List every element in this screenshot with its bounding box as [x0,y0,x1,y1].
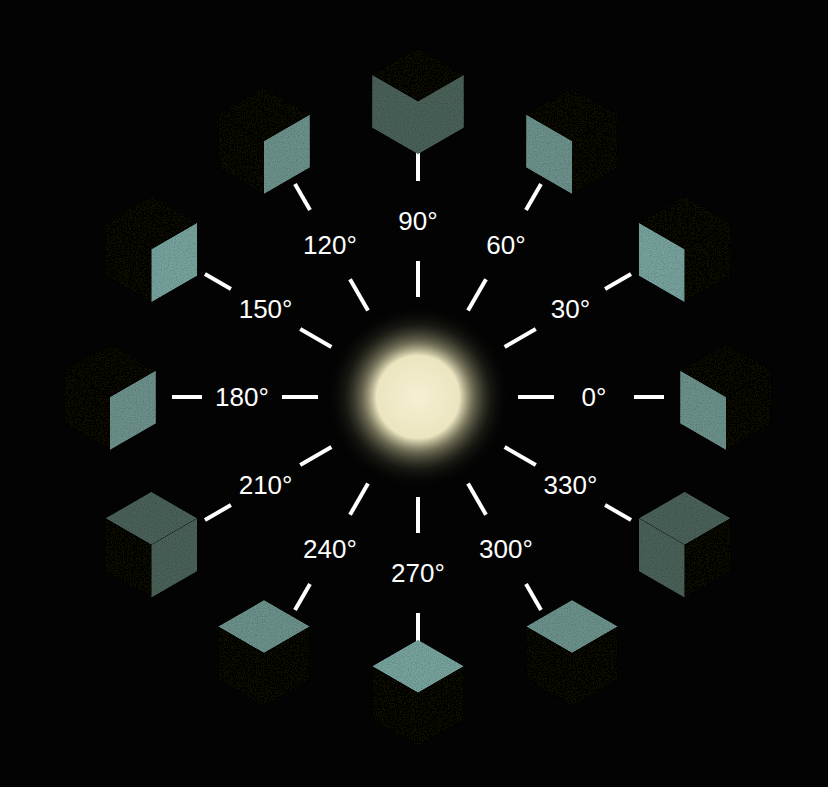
angle-label: 180° [215,384,269,410]
cube [218,600,310,706]
cube [639,196,731,302]
cube-face [639,223,685,303]
cube-face [151,518,197,598]
cube-face [264,114,310,193]
cube [639,492,731,598]
angle-label: 0° [582,384,607,410]
tick-dash [282,395,318,399]
tick-dash [295,184,310,210]
angle-ticks [172,151,664,643]
cube-face [418,75,464,155]
angle-label: 60° [486,232,525,258]
tick-dash [605,274,631,289]
light-source [326,305,510,489]
cube [64,344,156,450]
angle-label: 330° [544,472,598,498]
tick-dash [205,505,231,520]
tick-dash [526,584,541,610]
tick-dash [205,274,231,289]
cube-face [572,114,618,193]
cube-face [372,75,418,155]
tick-dash [505,329,536,347]
tick-dash [416,613,420,643]
angle-label: 300° [479,536,533,562]
tick-dash [350,484,368,515]
cube [105,492,197,598]
tick-dash [300,447,331,465]
tick-dash [605,505,631,520]
angle-label: 120° [303,232,357,258]
cube-face [685,223,731,303]
cube-face [526,627,572,707]
tick-dash [526,184,541,210]
cube-face [572,627,618,707]
angle-label: 240° [303,536,357,562]
cubes [64,48,772,745]
angle-label: 150° [239,296,293,322]
tick-dash [505,447,536,465]
cube-face [418,666,464,746]
cube-face [680,371,726,451]
tick-dash [634,395,664,399]
cube [526,600,618,706]
cube-face [64,371,110,451]
angle-label: 270° [391,560,445,586]
cube-face [264,627,310,707]
cube-face [110,371,156,451]
cube-face [526,114,572,193]
tick-dash [416,151,420,181]
cube [372,48,464,154]
cube [372,640,464,746]
tick-dash [300,329,331,347]
cube-face [218,627,264,707]
cube-face [105,223,151,303]
cube-face [726,371,772,451]
angle-label: 210° [239,472,293,498]
tick-dash [416,497,420,533]
angle-label: 90° [398,208,437,234]
tick-dash [295,584,310,610]
cube-face [372,666,418,746]
cube [680,344,772,450]
tick-dash [172,395,202,399]
tick-dash [518,395,554,399]
cube-face [151,223,197,303]
cube-face [639,518,685,598]
cube [526,88,618,194]
tick-dash [350,279,368,310]
angle-label: 30° [551,296,590,322]
cube-face [685,518,731,598]
cube-face [218,114,264,193]
cube [218,88,310,194]
tick-dash [468,279,486,310]
cube [105,196,197,302]
tick-dash [416,261,420,297]
tick-dash [468,484,486,515]
cube-face [105,518,151,598]
